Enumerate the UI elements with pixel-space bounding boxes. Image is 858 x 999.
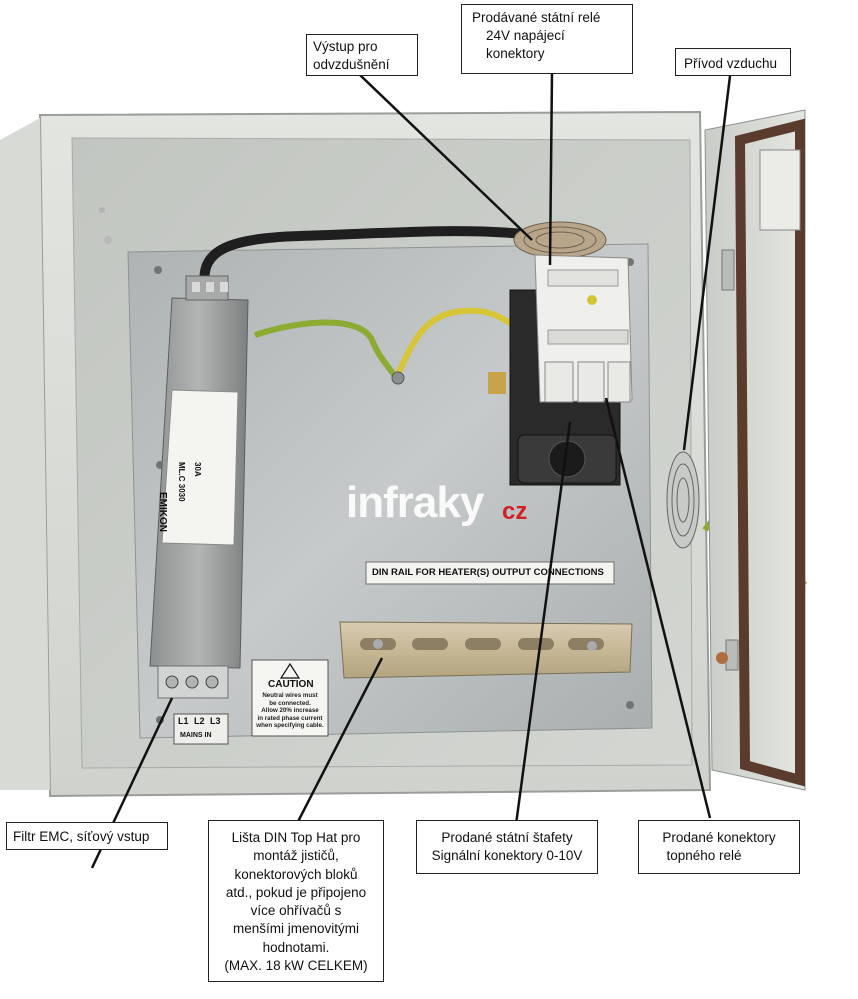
callout-line: odvzdušnění xyxy=(313,57,390,72)
callout-line: Prodávané státní relé xyxy=(472,10,601,25)
caution-line: Neutral wires must xyxy=(262,692,318,699)
callout-line: Přívod vzduchu xyxy=(684,56,778,71)
callout-line: (MAX. 18 kW CELKEM) xyxy=(224,958,368,974)
callout-line: Prodané konektory xyxy=(662,830,776,845)
emc-filter xyxy=(149,275,249,699)
callout-line: Prodané státní štafety xyxy=(441,830,573,845)
terminal-l2: L2 xyxy=(194,716,205,726)
callout-ssr-signal: Prodané státní štafety Signální konektor… xyxy=(416,820,598,874)
din-rail xyxy=(339,621,633,679)
callout-line: topného relé xyxy=(666,848,742,863)
callout-din-rail: Lišta DIN Top Hat pro montáž jističů, ko… xyxy=(208,820,384,982)
terminal-l3: L3 xyxy=(210,716,221,726)
rail-label-text: DIN RAIL FOR HEATER(S) OUTPUT CONNECTION… xyxy=(372,567,604,578)
callout-vent-outlet: Výstup pro odvzdušnění xyxy=(306,34,418,76)
caution-title: CAUTION xyxy=(268,679,314,690)
callout-line: konektory xyxy=(486,46,545,61)
callout-line: Výstup pro xyxy=(313,39,378,54)
filter-model: ML.C 3030 xyxy=(177,462,186,502)
enclosure-door xyxy=(704,109,806,791)
terminal-l1: L1 xyxy=(178,716,189,726)
filter-rating: 30A xyxy=(193,462,202,477)
terminal-label-plate xyxy=(173,713,229,745)
rail-label-plate xyxy=(365,561,615,585)
callout-line: atd., pokud je připojeno xyxy=(225,884,367,900)
caution-line: be connected. xyxy=(269,699,311,707)
callout-emc-filter: Filtr EMC, síťový vstup xyxy=(6,822,168,850)
caution-line: when specifying cable. xyxy=(256,722,324,729)
callout-line: Filtr EMC, síťový vstup xyxy=(13,829,150,844)
callout-line: 24V napájecí xyxy=(486,28,565,43)
caution-label xyxy=(251,659,329,737)
watermark-brand: infraky xyxy=(346,478,484,527)
mains-in-label: MAINS IN xyxy=(180,732,212,739)
caution-text: Neutral wires must be connected. Allow 2… xyxy=(252,692,328,730)
filter-brand: EMIKON xyxy=(157,492,168,532)
callout-line: Signální konektory 0-10V xyxy=(431,848,583,863)
callout-ssr-24v: Prodávané státní relé 24V napájecí konek… xyxy=(461,4,633,74)
callout-heater-relay: Prodané konektory topného relé xyxy=(638,820,800,874)
vent-outlet-grille xyxy=(513,221,607,259)
callout-line: konektorových bloků xyxy=(234,866,358,882)
callout-air-inlet: Přívod vzduchu xyxy=(675,48,791,76)
callout-line: Lišta DIN Top Hat pro xyxy=(231,830,361,845)
caution-line: Allow 20% increase xyxy=(261,707,319,714)
power-cable xyxy=(199,226,545,290)
watermark-tld: cz xyxy=(502,498,528,525)
air-inlet-grille xyxy=(666,451,700,549)
callout-line: montáž jističů, xyxy=(253,848,339,864)
callout-line: více ohřívačů s xyxy=(250,903,342,919)
callout-line: hodnotami. xyxy=(262,939,330,955)
callout-line: menšími jmenovitými xyxy=(232,921,360,937)
caution-line: in rated phase current xyxy=(257,714,323,722)
